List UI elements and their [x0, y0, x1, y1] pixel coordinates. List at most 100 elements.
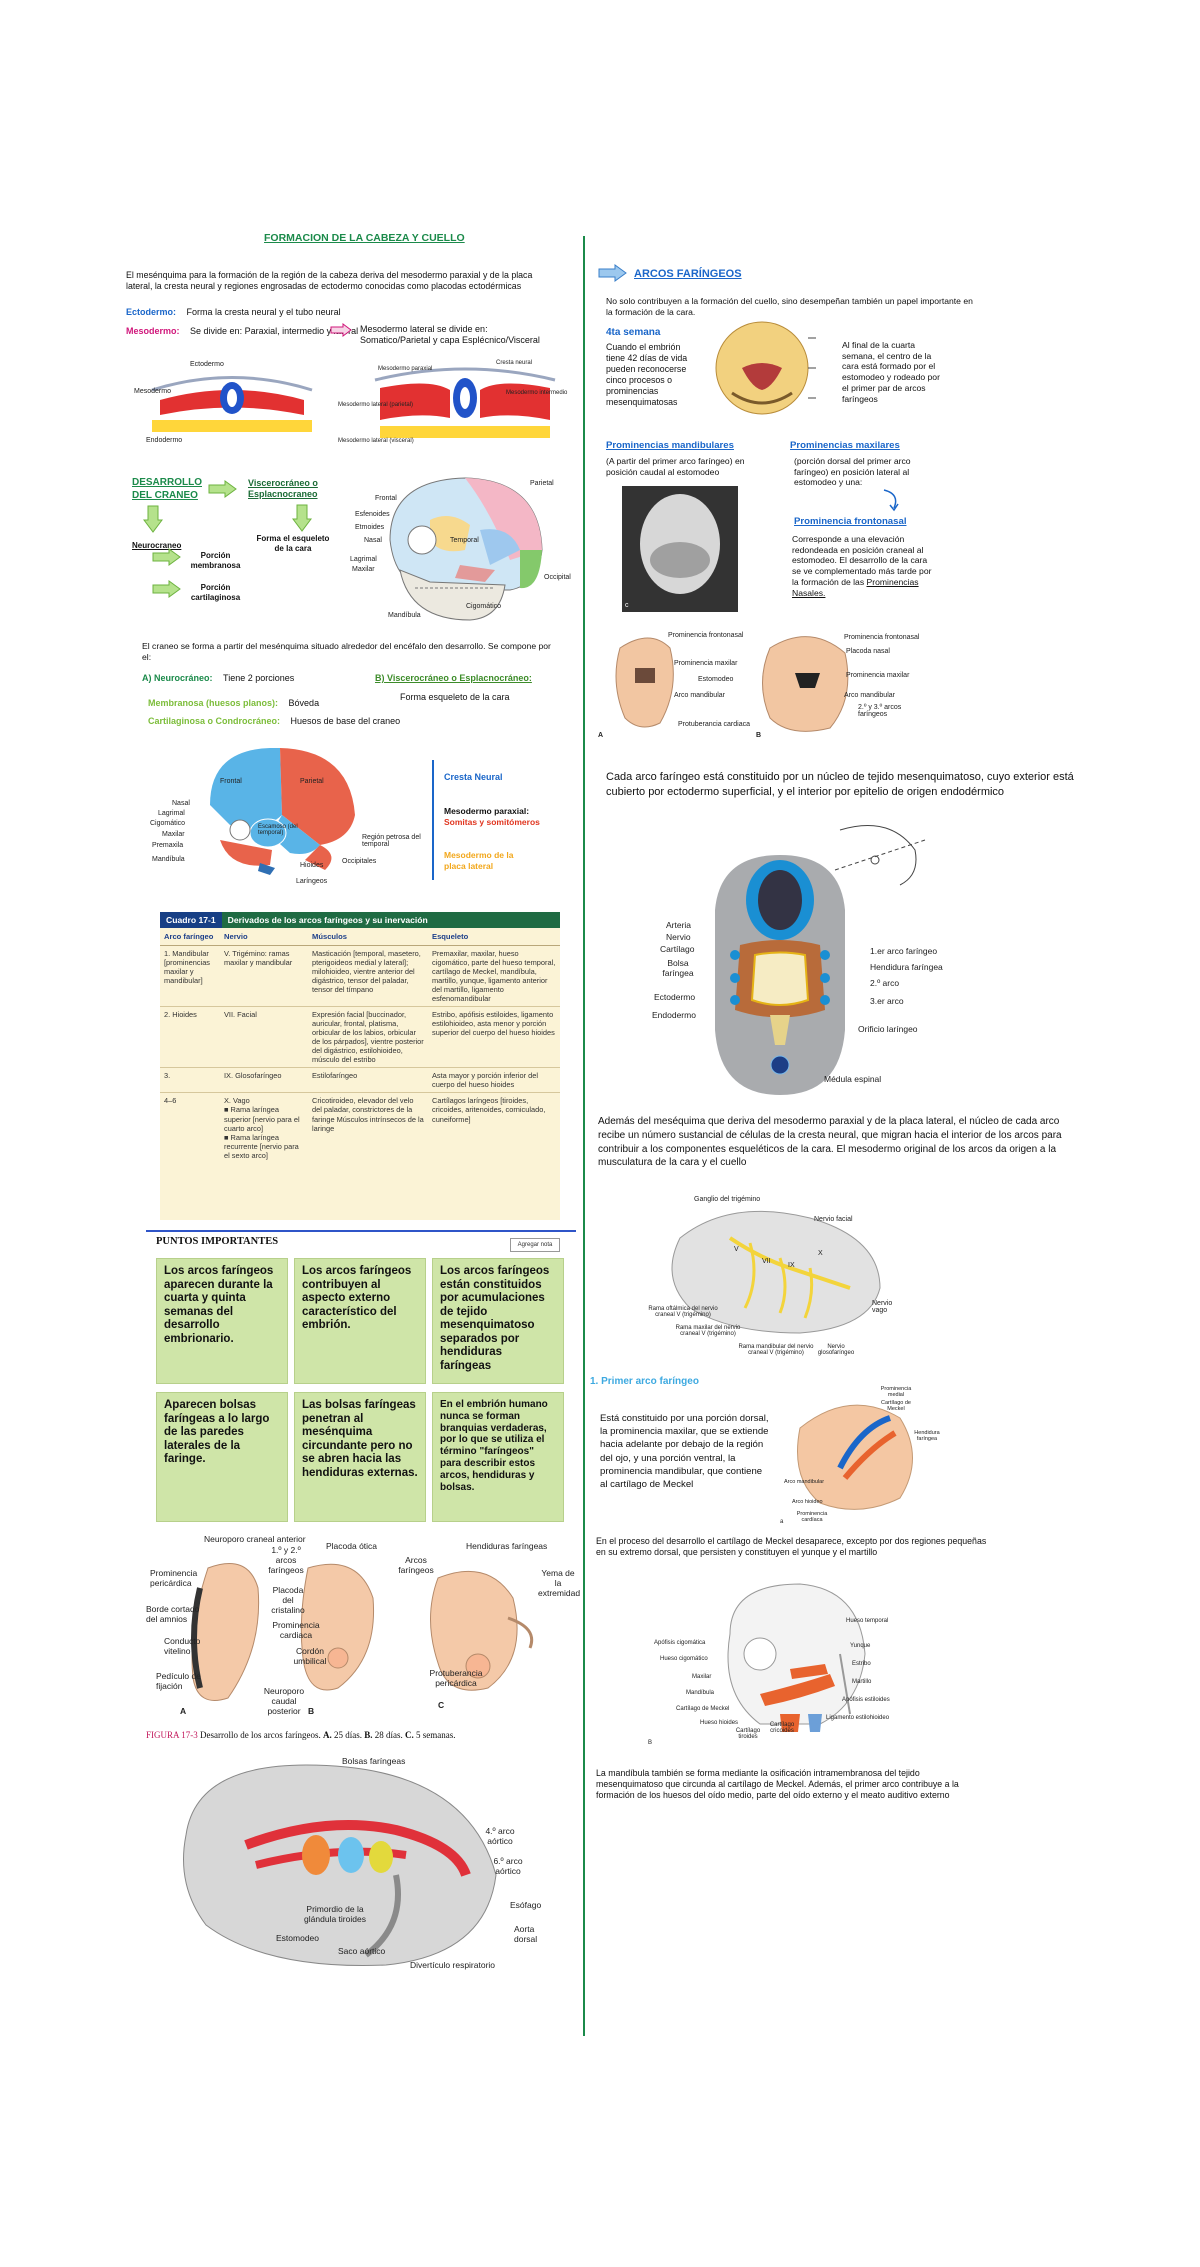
- arcos-title: ARCOS FARÍNGEOS: [634, 268, 742, 280]
- cross-label: 3.er arco: [870, 996, 904, 1006]
- fig173-label: Hendiduras faríngeas: [466, 1541, 548, 1551]
- fig173-label: Neuroporo caudal posterior: [263, 1686, 305, 1716]
- primer-arco-title: 1. Primer arco faríngeo: [590, 1376, 699, 1387]
- table-row: 1. Mandibular [prominencias maxilar y ma…: [160, 945, 560, 1008]
- frontonasal-title: Prominencia frontonasal: [794, 516, 907, 527]
- cross-label: Nervio: [666, 932, 691, 942]
- table-cell: Estilofaríngeo: [308, 1067, 428, 1094]
- fig173-label: B: [308, 1706, 315, 1716]
- pharyngeal-arch-cross-section-figure: [715, 855, 845, 1095]
- fig173-label: Yema de la extremidad: [538, 1568, 581, 1598]
- bolsas-label: Bolsas faríngeas: [342, 1756, 406, 1766]
- skull2-label: Occipitales: [342, 858, 377, 865]
- cross-label: Bolsa faríngea: [662, 958, 694, 978]
- derivados-table: Arco faríngeo Nervio Músculos Esqueleto …: [160, 928, 560, 1163]
- embryo-label: Arco mandibular: [674, 692, 725, 699]
- table-cell: 4–6: [164, 1096, 177, 1106]
- page-title: FORMACION DE LA CABEZA Y CUELLO: [264, 232, 465, 244]
- fig173-label: Pedículo de fijación: [156, 1671, 201, 1691]
- fig173-label: Neuroporo craneal anterior: [204, 1534, 306, 1544]
- table-cell: Asta mayor y porción inferior del cuerpo…: [428, 1067, 560, 1094]
- desarrollo-craneo-heading: DESARROLLO DEL CRANEO: [132, 477, 202, 501]
- neurocraneo-a-label: A) Neurocráneo:: [142, 673, 213, 683]
- table-cell: 3.: [160, 1067, 220, 1094]
- skull2-label: Premaxila: [152, 842, 184, 849]
- legend-bar: [432, 760, 434, 880]
- green-arrow-icon: [152, 548, 181, 566]
- skull2-label: Nasal: [172, 800, 190, 807]
- skull2-label: Lagrimal: [158, 810, 185, 817]
- column-divider: [583, 236, 585, 2036]
- skull-label: Occipital: [544, 574, 571, 581]
- table-row: 3. IX. Glosofaríngeo Estilofaríngeo Asta…: [160, 1067, 560, 1094]
- table-cell: X. Vago ■ Rama laríngea superior [nervio…: [224, 1096, 300, 1160]
- table-cuadro-17-1: Cuadro 17-1 Derivados de los arcos farín…: [160, 912, 560, 1220]
- fig173-label: C: [438, 1700, 445, 1710]
- ectodermo-text: Forma la cresta neural y el tubo neural: [186, 307, 341, 317]
- fig173-label: Conducto vitelino: [164, 1636, 201, 1656]
- fig2-label: Mesodermo intermedio: [506, 390, 568, 396]
- membranosa-label: Membranosa (huesos planos):: [148, 698, 279, 708]
- skull-label: Mandíbula: [388, 612, 421, 619]
- fig1-label: Mesodermo: [134, 388, 171, 395]
- neurocraneo-a-text: Tiene 2 porciones: [223, 673, 295, 683]
- skull2-label: Hioides: [300, 862, 324, 869]
- embryo-label: Prominencia maxilar: [846, 672, 910, 679]
- primer-fig-label: Arco mandibular: [784, 1479, 825, 1485]
- nerve-label: Nervio vago: [872, 1300, 893, 1314]
- table-cell: Cartílagos laríngeos [tiroides, cricoide…: [432, 1096, 546, 1124]
- skull-label: Lagrimal: [350, 556, 377, 563]
- punto-cell: Los arcos faríngeos contribuyen al aspec…: [294, 1258, 426, 1384]
- skull-label: Esfenoides: [355, 511, 390, 518]
- mesodermo-label: Mesodermo:: [126, 326, 180, 336]
- legend-cresta-neural: Cresta Neural: [444, 772, 503, 782]
- intro-text: El mesénquima para la formación de la re…: [126, 270, 533, 291]
- punto-cell: En el embrión humano nunca se forman bra…: [432, 1392, 564, 1522]
- bone-label: Hueso temporal: [846, 1618, 889, 1624]
- skull-label: Frontal: [375, 495, 397, 502]
- viscerocraneo-b-label: B) Viscerocráneo o Esplacnocráneo:: [375, 673, 532, 683]
- agregar-nota-button[interactable]: Agregar nota: [510, 1238, 560, 1252]
- mandibulares-text: (A partir del primer arco faríngeo) en p…: [606, 456, 745, 477]
- table-title: Derivados de los arcos faríngeos y su in…: [227, 915, 428, 925]
- table-cell: Expresión facial [buccinador, auricular,…: [308, 1006, 428, 1069]
- primer-fig-label: Prominencia medial: [880, 1386, 912, 1398]
- nerve-label: Nervio glosofaríngeo: [817, 1344, 855, 1356]
- bone-label: Yunque: [850, 1643, 871, 1649]
- embryo-label: Arco mandibular: [844, 692, 895, 699]
- mesodermo-text: Se divide en: Paraxial, intermedio y lat…: [190, 326, 359, 336]
- nerve-label: V: [734, 1246, 739, 1253]
- cartilaginosa-text: Huesos de base del craneo: [290, 716, 401, 726]
- bone-label: Cartílago tiroides: [735, 1728, 761, 1740]
- punto-cell: Las bolsas faríngeas penetran al mesénqu…: [294, 1392, 426, 1522]
- bone-label: Maxilar: [692, 1674, 712, 1680]
- embryo-label: Prominencia frontonasal: [668, 632, 744, 639]
- porcion-membranosa-label: Porción membranosa: [190, 551, 241, 570]
- table-header: Esqueleto: [428, 928, 560, 946]
- punto-cell: Los arcos faríngeos están constituidos p…: [432, 1258, 564, 1384]
- viscerocraneo-b-text: Forma esqueleto de la cara: [400, 692, 510, 702]
- fig173-label: Protuberancia pericárdica: [429, 1668, 483, 1688]
- legend-placa-lateral: Mesodermo de la placa lateral: [444, 850, 514, 871]
- table-row: 2. Hioides VII. Facial Expresión facial …: [160, 1006, 560, 1069]
- skull-label: Maxilar: [352, 566, 375, 573]
- bone-label: Cartílago cricoides: [769, 1722, 795, 1734]
- mesoderm-division-figure: [374, 367, 556, 438]
- skull-label: Nasal: [364, 537, 382, 544]
- fig173-label: Prominencia cardiaca: [272, 1620, 320, 1640]
- bone-label: Apófisis cigomática: [654, 1640, 706, 1646]
- bone-label: Mandíbula: [686, 1690, 715, 1696]
- embryo-label: Prominencia frontonasal: [844, 634, 920, 641]
- pink-arrow-icon: [330, 323, 352, 337]
- embryo-label: Prominencia maxilar: [674, 660, 738, 667]
- table-row: 4–6 X. Vago ■ Rama laríngea superior [ne…: [160, 1093, 560, 1163]
- blue-arrow-icon: [598, 264, 627, 282]
- bolsas-label: Saco aórtico: [338, 1946, 386, 1956]
- fig173-label: 1.º y 2.º arcos faríngeos: [268, 1545, 304, 1575]
- nerve-label: Rama mandibular del nervio craneal V (tr…: [738, 1344, 814, 1356]
- membranosa-text: Bóveda: [288, 698, 320, 708]
- table-cell: VII. Facial: [220, 1006, 308, 1069]
- primer-fig-label: Cartílago de Meckel: [881, 1400, 911, 1412]
- embryo-photo: c: [622, 486, 738, 612]
- meckel-text: En el proceso del desarrollo el cartílag…: [596, 1536, 987, 1557]
